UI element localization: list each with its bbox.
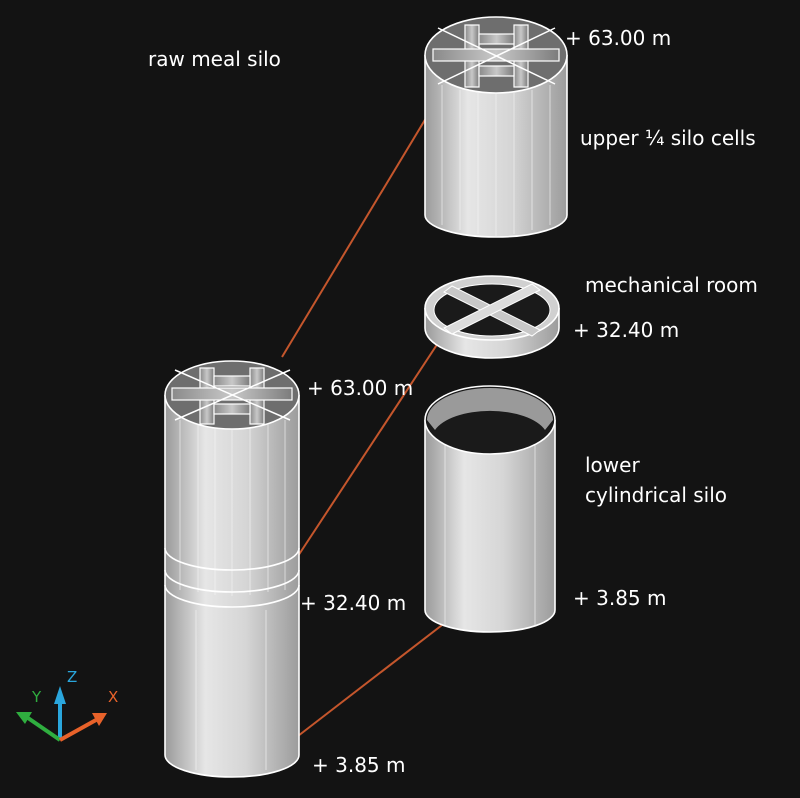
mechanical-room-ring bbox=[424, 275, 560, 359]
z-axis-label: Z bbox=[67, 668, 77, 686]
lower-silo-label-line1: lower bbox=[585, 453, 640, 477]
leader-line-lower bbox=[297, 621, 447, 737]
upper-cells-level: + 63.00 m bbox=[565, 26, 671, 50]
assembled-level-bottom: + 3.85 m bbox=[312, 753, 406, 777]
ucs-axis-icon: Z Y X bbox=[16, 668, 118, 742]
lower-silo-level: + 3.85 m bbox=[573, 586, 667, 610]
y-axis-icon bbox=[26, 716, 62, 742]
leader-line-mechanical bbox=[297, 339, 441, 557]
assembled-level-middle: + 32.40 m bbox=[300, 591, 406, 615]
diagram-title: raw meal silo bbox=[148, 47, 281, 71]
lower-cylindrical-silo bbox=[424, 385, 556, 633]
y-axis-label: Y bbox=[31, 688, 42, 706]
upper-silo-cells bbox=[424, 16, 568, 238]
assembled-silo bbox=[164, 360, 300, 778]
lower-silo-label-line2: cylindrical silo bbox=[585, 483, 727, 507]
assembled-level-top: + 63.00 m bbox=[307, 376, 413, 400]
x-axis-icon bbox=[59, 718, 97, 742]
upper-cells-label: upper ¼ silo cells bbox=[580, 126, 756, 150]
leader-line-upper bbox=[281, 74, 453, 358]
x-axis-label: X bbox=[108, 688, 118, 706]
mechanical-room-level: + 32.40 m bbox=[573, 318, 679, 342]
mechanical-room-label: mechanical room bbox=[585, 273, 758, 297]
